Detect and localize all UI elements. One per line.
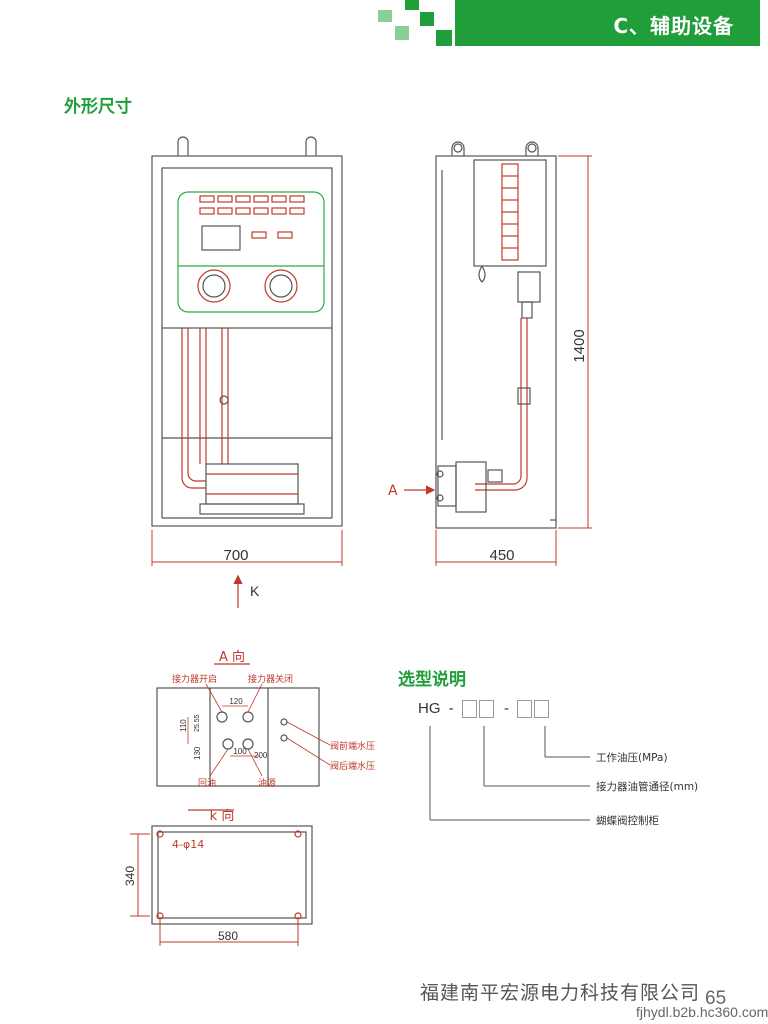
a-view-dim-130: 130 [193,746,202,760]
footer-page-number: 65 [705,988,727,1009]
model-code-prefix: HG [418,700,441,717]
a-direction-arrow [404,485,436,495]
page-header-title: C、辅助设备 [613,14,734,38]
header-square [405,0,419,10]
model-code-dash: - [504,700,510,717]
model-code-box [517,700,533,719]
a-view-label-close: 接力器关闭 [248,673,293,685]
a-view-drawing [156,663,320,787]
k-view-dim-340: 340 [123,866,137,886]
model-code-row: HG - - [418,700,551,719]
a-view-dim-200: 200 [254,751,268,760]
a-view-label-open: 接力器开启 [172,673,217,685]
model-code-box [461,700,477,719]
a-view-dim-120: 120 [229,697,243,706]
k-direction-arrow [233,574,243,608]
k-view-title: k 向 [210,808,235,824]
a-view-label-return-oil: 回油 [198,777,216,789]
header-square [395,26,409,40]
footer-company-name: 福建南平宏源电力科技有限公司 [420,982,701,1004]
header-square [420,12,434,26]
k-direction-label: K [250,583,260,599]
model-code-box [534,700,550,719]
k-view-dimensions [130,833,299,946]
header-bar: C、辅助设备 [455,0,760,46]
a-view-leaders [187,683,331,777]
side-depth-label: 450 [489,547,514,564]
side-height-label: 1400 [571,329,588,362]
a-view-dim-110: 110 [179,719,188,732]
side-view-cabinet [435,141,557,529]
selection-section-title: 选型说明 [398,670,466,690]
a-view-label-after-valve: 阀后端水压 [330,760,375,772]
outline-section-title: 外形尺寸 [64,97,132,117]
footer-url: fjhydl.b2b.hc360.com [636,1004,768,1020]
front-width-dimension [151,530,343,566]
k-view-hole-label: 4-φ14 [172,838,204,851]
a-view-dim-100: 100 [233,747,247,756]
a-direction-label: A [388,483,398,499]
side-depth-dimension [435,530,557,566]
header-square [436,30,452,46]
model-code-pipe-label: 接力器油管通径(mm) [596,781,699,793]
model-code-pressure-label: 工作油压(MPa) [596,752,668,764]
a-view-dim-25-55: 25.55 [194,714,201,732]
header-square [378,10,392,22]
a-view-label-before-valve: 阀前端水压 [330,740,375,752]
k-view-drawing [151,809,313,925]
k-view-dim-580: 580 [218,929,238,943]
a-view-label-oil-source: 油源 [258,777,276,789]
model-code-leaders [429,726,590,821]
model-code-dash: - [448,700,454,717]
front-width-label: 700 [223,547,248,564]
side-height-dimension [558,155,592,529]
a-view-title: A 向 [219,649,245,665]
model-code-cabinet-label: 蝴蝶阀控制柜 [596,815,659,827]
model-code-box [478,700,494,719]
front-view-cabinet [151,136,343,527]
